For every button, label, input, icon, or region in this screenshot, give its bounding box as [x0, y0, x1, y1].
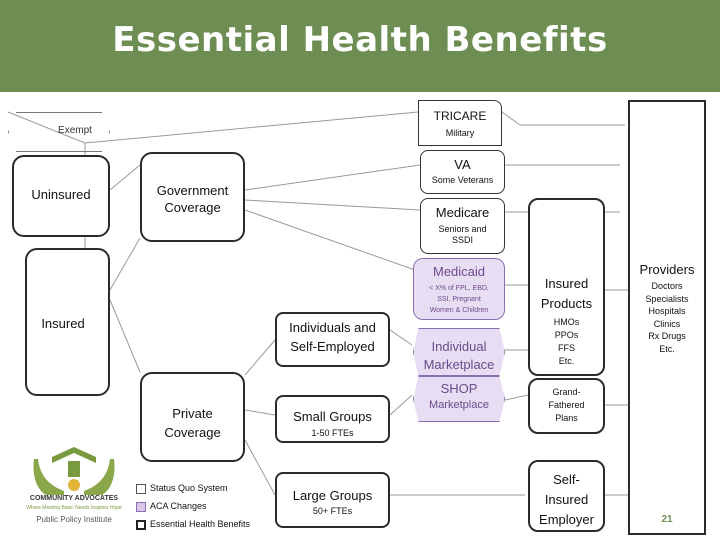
tricare-label: TRICARE [433, 109, 487, 123]
product-item: FFS [558, 343, 575, 353]
provider-item: Specialists [645, 293, 689, 304]
grandfathered-label: Grand- Fathered Plans [530, 386, 603, 425]
providers-box: Providers Doctors Specialists Hospitals … [628, 100, 706, 535]
individual-marketplace-line-2: Marketplace [423, 357, 495, 372]
large-groups-box: Large Groups 50+ FTEs [275, 472, 390, 528]
private-coverage-label: Private Coverage [142, 404, 243, 442]
individual-marketplace-box: Individual Marketplace [413, 328, 505, 376]
va-label: VA [454, 157, 471, 172]
medicaid-label: Medicaid [432, 264, 486, 279]
provider-item: Rx Drugs [648, 331, 686, 341]
logo-tagline: Where Meeting Basic Needs Inspires Hope [26, 505, 122, 511]
legend-ehb-swatch [136, 520, 146, 530]
self-insured-box: Self- Insured Employer [528, 460, 605, 532]
product-item: HMOs [553, 317, 580, 327]
medicare-sub: Seniors and SSDI [421, 224, 504, 246]
tricare-box: TRICARE Military [418, 100, 502, 146]
small-groups-box: Small Groups 1-50 FTEs [275, 395, 390, 443]
providers-label: Providers [639, 262, 695, 277]
insured-label: Insured [41, 316, 85, 331]
medicaid-sub-1: < X% of FPL, EBD, [429, 285, 489, 292]
product-item: PPOs [554, 330, 579, 340]
va-box: VA Some Veterans [420, 150, 505, 194]
insured-box: Insured [25, 248, 110, 396]
insured-products-list: HMOs PPOs FFS Etc. [530, 316, 603, 368]
community-advocates-logo: COMMUNITY ADVOCATES Where Meeting Basic … [18, 445, 130, 535]
medicare-sub-1: Seniors and [438, 224, 487, 234]
providers-list: Doctors Specialists Hospitals Clinics Rx… [630, 280, 704, 355]
self-insured-label: Self- Insured Employer [530, 470, 603, 530]
medicaid-sub: < X% of FPL, EBD, SSI, Pregnant Women & … [414, 283, 504, 316]
medicaid-box: Medicaid < X% of FPL, EBD, SSI, Pregnant… [413, 258, 505, 320]
private-line-2: Coverage [164, 425, 221, 440]
government-coverage-box: Government Coverage [140, 152, 245, 242]
medicare-sub-2: SSDI [451, 235, 473, 245]
individuals-label: Individuals and Self-Employed [277, 318, 388, 356]
page-number: 21 [661, 514, 673, 525]
insured-products-line-2: Products [540, 296, 593, 311]
tricare-sub: Military [445, 128, 475, 138]
provider-item: Hospitals [648, 306, 686, 316]
medicare-label: Medicare [435, 205, 490, 220]
insured-products-box: Insured Products HMOs PPOs FFS Etc. [528, 198, 605, 376]
government-line-1: Government [156, 183, 229, 198]
uninsured-box: Uninsured [12, 155, 110, 237]
shop-sub: Marketplace [429, 399, 489, 411]
provider-item: Etc. [659, 343, 675, 354]
exempt-hex [8, 112, 110, 152]
legend-ehb: Essential Health Benefits [150, 519, 251, 529]
shop-marketplace-box: SHOP Marketplace [413, 376, 505, 422]
individuals-box: Individuals and Self-Employed [275, 312, 390, 367]
grandfathered-box: Grand- Fathered Plans [528, 378, 605, 434]
grandfathered-line-2: Fathered [548, 400, 585, 410]
legend-status-quo-swatch [136, 484, 146, 494]
small-groups-label: Small Groups [293, 409, 372, 424]
insured-products-label: Insured Products [530, 274, 603, 314]
individual-marketplace-label: Individual Marketplace [414, 338, 504, 374]
government-line-2: Coverage [164, 200, 221, 215]
small-groups-sub: 1-50 FTEs [311, 428, 354, 438]
provider-item: Clinics [653, 318, 681, 329]
shop-label: SHOP [440, 381, 478, 396]
large-groups-sub: 50+ FTEs [312, 506, 353, 516]
grandfathered-line-3: Plans [555, 413, 578, 423]
slide-title: Essential Health Benefits [112, 20, 608, 60]
grandfathered-line-1: Grand- [552, 387, 581, 397]
insured-products-line-1: Insured [544, 276, 589, 291]
individual-marketplace-line-1: Individual [431, 339, 487, 354]
medicaid-sub-3: Women & Children [429, 307, 489, 314]
product-item: Etc. [558, 356, 575, 366]
individuals-line-2: Self-Employed [290, 339, 375, 354]
private-line-1: Private [172, 406, 213, 421]
legend-status-quo: Status Quo System [150, 483, 228, 493]
self-insured-line-3: Employer [539, 512, 594, 527]
va-sub: Some Veterans [431, 175, 494, 185]
self-insured-line-1: Self- [553, 472, 580, 487]
medicare-box: Medicare Seniors and SSDI [420, 198, 505, 254]
provider-item: Doctors [651, 281, 683, 291]
large-groups-label: Large Groups [292, 488, 373, 503]
logo-name: COMMUNITY ADVOCATES [29, 495, 119, 502]
hands-house-icon [33, 447, 115, 495]
logo-institute: Public Policy Institute [36, 515, 112, 524]
title-bar: Essential Health Benefits [0, 0, 720, 92]
medicaid-sub-2: SSI, Pregnant [437, 296, 481, 303]
private-coverage-box: Private Coverage [140, 372, 245, 462]
uninsured-label: Uninsured [31, 187, 91, 202]
legend-aca: ACA Changes [150, 501, 207, 511]
individuals-line-1: Individuals and [289, 320, 376, 335]
legend-aca-swatch [136, 502, 146, 512]
government-coverage-label: Government Coverage [142, 182, 243, 216]
exempt-label: Exempt [58, 125, 92, 136]
self-insured-line-2: Insured [544, 492, 589, 507]
